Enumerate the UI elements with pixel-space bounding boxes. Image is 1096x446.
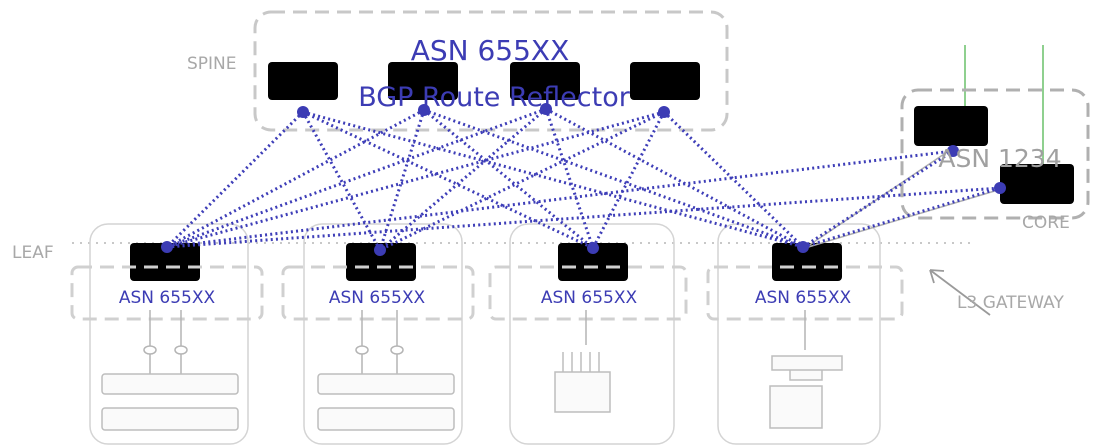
leaf-endpoint-3 [587, 242, 599, 254]
rack-2-frame [303, 223, 463, 445]
spine-tier-label: SPINE [187, 54, 237, 74]
leaf-tier-label: LEAF [12, 243, 54, 263]
rack-2 [281, 223, 475, 445]
core-group: CORE [900, 45, 1090, 233]
spine-endpoint-3 [540, 103, 552, 115]
spine-endpoint-2 [418, 104, 430, 116]
gateway-pointer-arrow-icon [929, 269, 991, 316]
core-endpoint-2 [994, 182, 1006, 194]
leaf-asn-frame-3 [488, 265, 688, 321]
bgp-endpoints [161, 103, 1006, 256]
rack-2-connector-icon-2 [390, 345, 404, 355]
rack-1-connector-icon-1 [143, 345, 157, 355]
gateway-link-2 [804, 189, 999, 249]
rack-1-connector-icon-2 [174, 345, 188, 355]
spine-switch-icon-4 [630, 62, 700, 100]
core-asn-label: ASN 1234 [938, 144, 1061, 173]
leaf-asn-label-4: ASN 655XX [755, 288, 852, 308]
rack-1-server-icon-2 [101, 407, 239, 431]
leaf-asn-frame-1 [70, 265, 264, 321]
core-tier-label: CORE [1022, 213, 1070, 233]
bgp-link-l4-core1 [802, 149, 954, 249]
bgp-link-s1-l4 [302, 110, 804, 249]
rack-2-server-icon-2 [317, 407, 455, 431]
leaf-asn-frame-2 [281, 265, 475, 321]
rack-1-frame [89, 223, 249, 445]
spine-asn-label: ASN 655XX [411, 34, 570, 67]
rack-1 [70, 223, 264, 445]
bgp-link-l1-core1 [166, 149, 954, 249]
leaf-asn-label-2: ASN 655XX [329, 288, 426, 308]
bgp-link-l1-core2 [166, 186, 1001, 249]
bgp-link-s2-l2 [378, 109, 426, 251]
rack-4-frame [717, 223, 881, 445]
spine-switch-icon-1 [268, 62, 338, 100]
bgp-link-s4-l4 [662, 110, 805, 249]
l3-gateway-annotation: L3 GATEWAY [804, 149, 1064, 316]
core-endpoint-1 [947, 145, 959, 157]
bgp-link-s3-l3 [544, 108, 595, 249]
core-group-frame [900, 88, 1090, 220]
bgp-link-s4-l1 [166, 110, 665, 249]
bgp-link-s4-l2 [379, 110, 665, 252]
spine-endpoint-4 [658, 106, 670, 118]
bgp-link-s4-l3 [591, 111, 666, 249]
leaf-endpoint-2 [374, 244, 386, 256]
rack-3-frame [509, 223, 675, 445]
l3-gateway-label: L3 GATEWAY [957, 293, 1064, 313]
rack-3-device-icon [554, 352, 611, 413]
rack-4 [706, 223, 904, 445]
leaf-asn-label-3: ASN 655XX [541, 288, 638, 308]
bgp-link-s2-l1 [166, 108, 425, 249]
leaf-asn-label-1: ASN 655XX [119, 288, 216, 308]
route-reflector-label: BGP Route Reflector [358, 82, 631, 113]
bgp-link-s1-l2 [301, 111, 382, 251]
bgp-link-s3-l4 [545, 107, 804, 249]
bgp-link-s1-l1 [165, 110, 305, 249]
rack-2-server-icon-1 [317, 373, 455, 395]
leaf-endpoint-1 [161, 241, 173, 253]
bgp-links [165, 107, 1001, 252]
rack-2-connector-icon-1 [355, 345, 369, 355]
rack-1-server-icon-1 [101, 373, 239, 395]
rack-4-device-icon [769, 355, 843, 429]
rack-3 [488, 223, 688, 445]
bgp-link-s1-l3 [302, 110, 594, 250]
leaf-endpoint-4 [797, 241, 809, 253]
spine-endpoint-1 [297, 106, 309, 118]
core-router-icon-1 [914, 106, 988, 146]
